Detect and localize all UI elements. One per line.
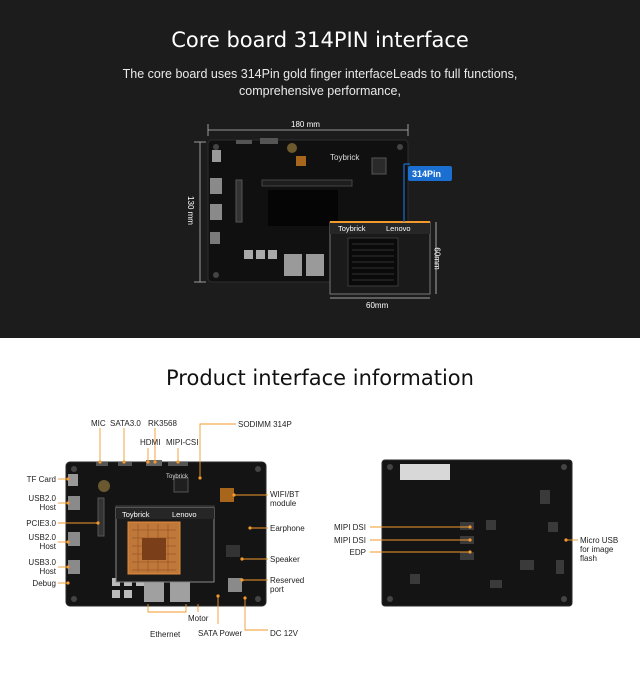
width-label: 180 mm <box>291 120 320 129</box>
banner-subtitle-line1: The core board uses 314Pin gold finger i… <box>122 67 518 81</box>
label-usb20-host-1: USB2.0 Host <box>4 494 56 512</box>
label-pcie30: PCIE3.0 <box>26 519 56 528</box>
label-micro-usb: Micro USB for image flash <box>580 536 618 563</box>
label-usb30-host-line1: USB3.0 <box>28 558 56 567</box>
top-sodimm-slot <box>261 179 353 187</box>
label-hdmi: HDMI <box>140 438 161 447</box>
top-ethernet-port <box>284 254 302 276</box>
front-pcie-slot <box>97 497 105 537</box>
label-sodimm: SODIMM 314P <box>238 420 292 429</box>
front-ethernet-2 <box>170 578 190 602</box>
front-core-brand-right: Lenovo <box>172 510 197 519</box>
top-pcie-slot <box>235 179 243 223</box>
label-mipi-dsi-2: MIPI DSI <box>333 536 366 545</box>
label-usb20-host-2: USB2.0 Host <box>4 533 56 551</box>
pin-badge-bg <box>408 166 452 181</box>
top-hdmi-port <box>260 138 278 144</box>
label-motor: Motor <box>188 614 209 623</box>
front-silk-logo: Toybrick <box>166 474 189 480</box>
front-callout-lines <box>58 423 268 631</box>
label-mipi-csi: MIPI-CSI <box>166 438 199 447</box>
top-sd-slot <box>212 150 221 162</box>
front-wifi-module <box>220 488 234 502</box>
label-usb20-host-2-line2: Host <box>39 542 56 551</box>
label-tf-card: TF Card <box>26 475 56 484</box>
top-silk-logo: Toybrick <box>330 153 360 162</box>
label-ethernet: Ethernet <box>150 630 181 639</box>
label-speaker: Speaker <box>270 555 300 564</box>
front-dc-jack <box>228 578 242 592</box>
interface-title: Product interface information <box>166 366 474 390</box>
back-sticker <box>400 464 450 480</box>
top-usb-port-3 <box>210 232 220 244</box>
label-mic: MIC <box>91 419 106 428</box>
front-ethernet-1 <box>144 578 164 602</box>
core-board-diagram: Toybrick Lenovo Toybrick <box>194 124 452 299</box>
banner-subtitle-line2: comprehensive performance, <box>239 84 401 98</box>
label-usb20-host-1-line2: Host <box>39 503 56 512</box>
label-usb20-host-2-line1: USB2.0 <box>28 533 56 542</box>
top-board-shadow <box>268 190 338 226</box>
front-core-brand-left: Toybrick <box>122 510 150 519</box>
label-sata30: SATA3.0 <box>110 419 141 428</box>
back-carrier-board <box>381 459 573 607</box>
top-core-brand-left: Toybrick <box>338 224 366 233</box>
label-wifi-bt-line1: WIFI/BT <box>270 490 300 499</box>
label-reserved-port: Reserved port <box>270 576 304 594</box>
label-mipi-dsi-1: MIPI DSI <box>333 523 366 532</box>
label-rk3568: RK3568 <box>148 419 177 428</box>
top-usb-port-2 <box>210 204 222 220</box>
label-usb30-host: USB3.0 Host <box>4 558 56 576</box>
back-callout-lines <box>370 526 578 553</box>
core-width-label: 60mm <box>366 301 389 310</box>
label-micro-usb-line2: for image <box>580 545 614 554</box>
front-usb2-2 <box>68 532 80 546</box>
label-earphone: Earphone <box>270 524 305 533</box>
front-mipi-csi <box>168 462 188 466</box>
label-usb30-host-line2: Host <box>39 567 56 576</box>
banner-title: Core board 314PIN interface <box>171 28 469 52</box>
label-micro-usb-line1: Micro USB <box>580 536 619 545</box>
core-board-banner: Core board 314PIN interface The core boa… <box>0 0 640 338</box>
label-debug: Debug <box>32 579 56 588</box>
top-usb-port-1 <box>210 178 222 194</box>
label-reserved-line1: Reserved <box>270 576 305 585</box>
label-wifi-bt-line2: module <box>270 499 297 508</box>
label-sata-power: SATA Power <box>198 629 243 638</box>
pin-badge: 314Pin <box>412 169 442 179</box>
label-micro-usb-line3: flash <box>580 554 597 563</box>
front-usb3 <box>68 560 80 574</box>
label-edp: EDP <box>349 548 366 557</box>
top-core-brand-right: Lenovo <box>386 224 411 233</box>
front-tf-slot <box>68 474 78 486</box>
label-usb20-host-1-line1: USB2.0 <box>28 494 56 503</box>
banner-subtitle: The core board uses 314Pin gold finger i… <box>0 66 640 100</box>
label-reserved-line2: port <box>270 585 284 594</box>
label-wifi-bt: WIFI/BT module <box>270 490 299 508</box>
label-dc12v: DC 12V <box>270 629 299 638</box>
front-usb2-1 <box>68 496 80 510</box>
